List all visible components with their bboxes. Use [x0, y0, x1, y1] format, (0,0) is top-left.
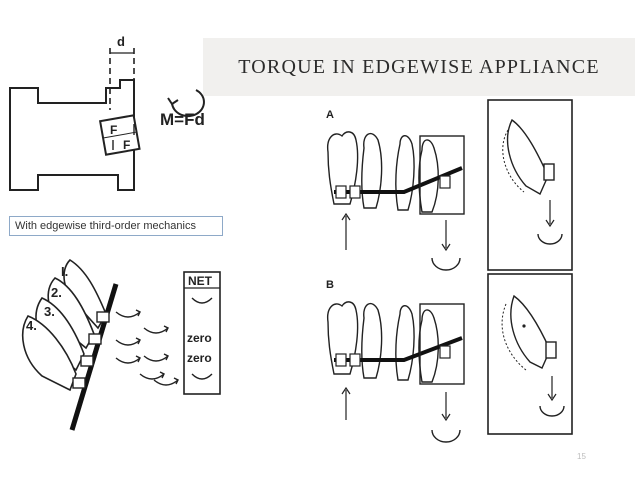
archwire — [69, 283, 119, 431]
panel-a-brackets — [335, 175, 451, 199]
figure-caption: With edgewise third-order mechanics — [9, 216, 223, 236]
moment-diagram: d F F M=Fd — [9, 34, 205, 191]
panel-b-box — [419, 303, 465, 385]
incisor-teeth — [21, 258, 107, 392]
panel-b-brackets — [335, 345, 451, 367]
brackets — [72, 311, 110, 389]
panel-b-inset — [487, 273, 573, 435]
slide-title: TORQUE IN EDGEWISE APPLIANCE — [238, 55, 600, 78]
panel-a-inset — [487, 99, 573, 271]
dimension-label: d — [117, 34, 125, 49]
moment-arrow-icon — [171, 89, 205, 118]
tooth-label-1: I. — [61, 264, 68, 279]
panel-b-inset-tooth — [510, 294, 551, 369]
zero-label-1: zero — [187, 331, 212, 345]
net-box — [183, 271, 221, 395]
force-label-2: F — [123, 138, 130, 152]
tooth-label-4: 4. — [26, 318, 37, 333]
moment-equation: M=Fd — [160, 110, 205, 129]
force-label-1: F — [110, 123, 117, 137]
panel-a-inset-tooth — [506, 118, 549, 195]
title-bar: TORQUE IN EDGEWISE APPLIANCE — [203, 38, 635, 96]
panel-a-label: A — [326, 109, 334, 121]
archwire-square — [98, 114, 141, 156]
net-moment-diagram: I. 2. 3. 4. NET zero zero — [21, 258, 221, 431]
panel-b-teeth — [327, 301, 439, 383]
tooth-label-2: 2. — [51, 285, 62, 300]
panel-b-label: B — [326, 279, 334, 291]
ab-diagram: A B — [326, 99, 573, 443]
tooth-label-3: 3. — [44, 304, 55, 319]
zero-label-2: zero — [187, 351, 212, 365]
page-number: 15 — [577, 452, 586, 461]
panel-a-box — [419, 135, 465, 215]
net-label: NET — [188, 274, 213, 288]
moment-arrows — [115, 309, 179, 386]
panel-a-teeth — [327, 131, 439, 213]
